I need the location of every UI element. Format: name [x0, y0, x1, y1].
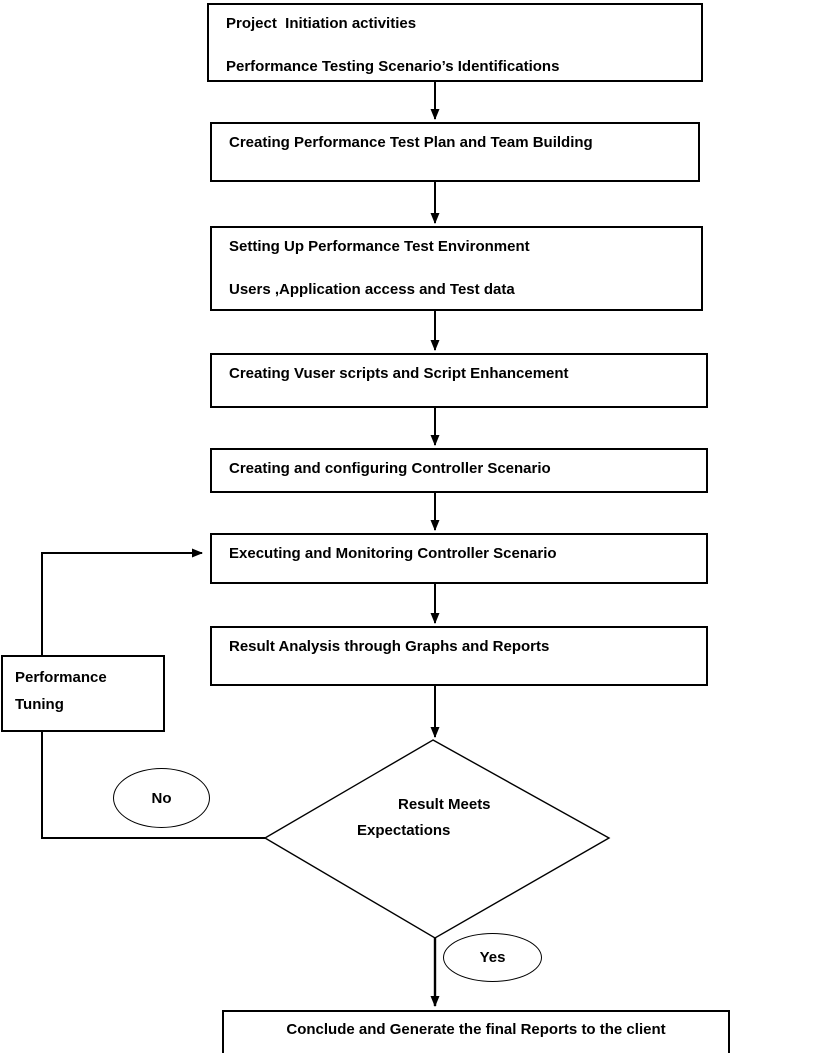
- node-conclude-reports-line1: Conclude and Generate the final Reports …: [286, 1021, 666, 1038]
- node-project-initiation-line1: Project Initiation activities: [226, 15, 417, 32]
- node-controller-executing-line1: Executing and Monitoring Controller Scen…: [229, 545, 557, 562]
- node-test-plan: Creating Performance Test Plan and Team …: [210, 122, 700, 182]
- node-conclude-reports: Conclude and Generate the final Reports …: [222, 1010, 730, 1053]
- node-controller-configuring-line1: Creating and configuring Controller Scen…: [229, 460, 551, 477]
- node-project-initiation: Project Initiation activities Performanc…: [207, 3, 703, 82]
- node-vuser-scripts: Creating Vuser scripts and Script Enhanc…: [210, 353, 708, 408]
- no-branch-ellipse: No: [113, 768, 210, 828]
- node-result-analysis: Result Analysis through Graphs and Repor…: [210, 626, 708, 686]
- node-controller-executing: Executing and Monitoring Controller Scen…: [210, 533, 708, 584]
- node-controller-configuring: Creating and configuring Controller Scen…: [210, 448, 708, 493]
- node-performance-tuning-line2: Tuning: [15, 696, 64, 713]
- node-vuser-scripts-line1: Creating Vuser scripts and Script Enhanc…: [229, 365, 569, 382]
- node-test-environment: Setting Up Performance Test Environment …: [210, 226, 703, 311]
- yes-branch-ellipse: Yes: [443, 933, 542, 982]
- decision-text-line2: Expectations: [357, 822, 451, 839]
- node-performance-tuning: Performance Tuning: [1, 655, 165, 732]
- yes-branch-label: Yes: [479, 949, 506, 966]
- decision-text-line1: Result Meets: [398, 796, 491, 813]
- node-test-plan-line1: Creating Performance Test Plan and Team …: [229, 134, 593, 151]
- node-test-environment-line1: Setting Up Performance Test Environment: [229, 238, 530, 255]
- node-project-initiation-line2: Performance Testing Scenario’s Identific…: [226, 58, 560, 75]
- node-result-analysis-line1: Result Analysis through Graphs and Repor…: [229, 638, 550, 655]
- decision-diamond: [263, 739, 611, 939]
- node-test-environment-line2: Users ,Application access and Test data: [229, 281, 515, 298]
- no-branch-label: No: [151, 789, 172, 807]
- node-performance-tuning-line1: Performance: [15, 669, 107, 686]
